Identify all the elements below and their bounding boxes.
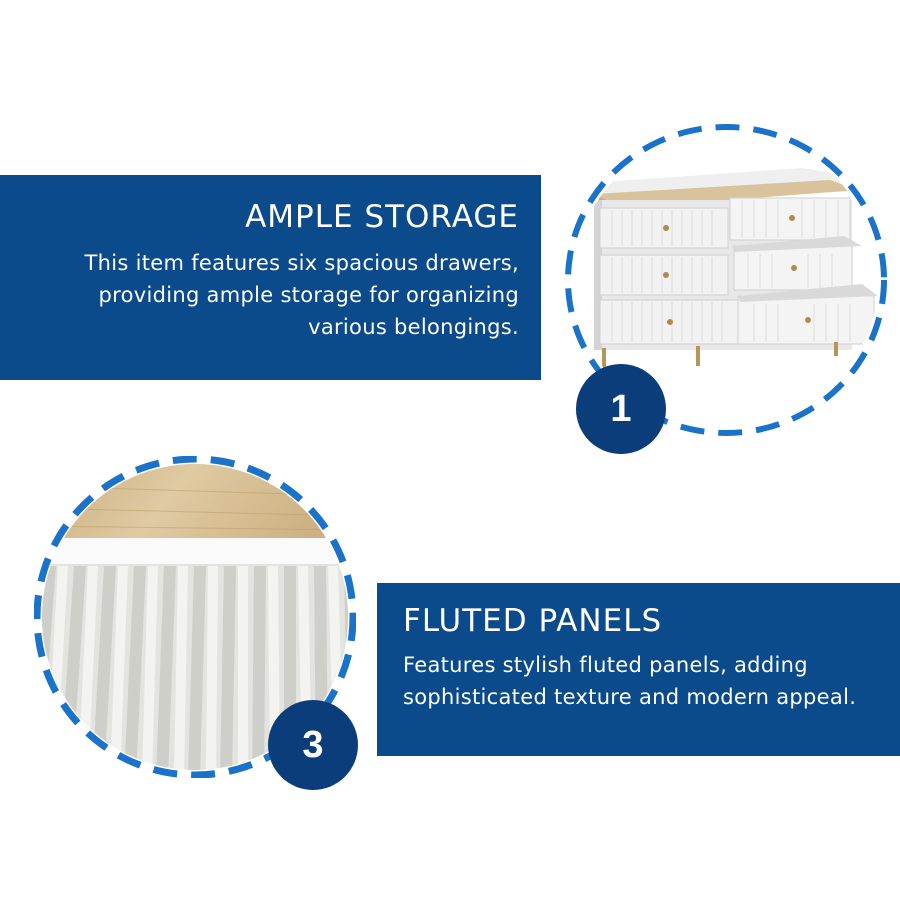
feature-title: AMPLE STORAGE bbox=[245, 199, 519, 235]
feature-title: FLUTED PANELS bbox=[403, 603, 663, 639]
fluted-panel-image-circle bbox=[33, 455, 357, 779]
dresser-illustration bbox=[565, 124, 887, 436]
fluted-panel-illustration bbox=[33, 455, 357, 779]
feature-banner-fluted-panels: FLUTED PANELS Features stylish fluted pa… bbox=[377, 583, 900, 756]
feature-number-badge: 1 bbox=[576, 364, 666, 454]
feature-banner-ample-storage: AMPLE STORAGE This item features six spa… bbox=[0, 175, 541, 380]
feature-number-badge: 3 bbox=[268, 700, 358, 790]
feature-line: sophisticated texture and modern appeal. bbox=[403, 685, 857, 709]
dresser-image-circle bbox=[562, 120, 890, 440]
feature-line: various belongings. bbox=[308, 315, 519, 339]
feature-line: Features stylish fluted panels, adding bbox=[403, 653, 808, 677]
feature-line: providing ample storage for organizing bbox=[98, 283, 519, 307]
feature-line: This item features six spacious drawers, bbox=[84, 251, 519, 275]
